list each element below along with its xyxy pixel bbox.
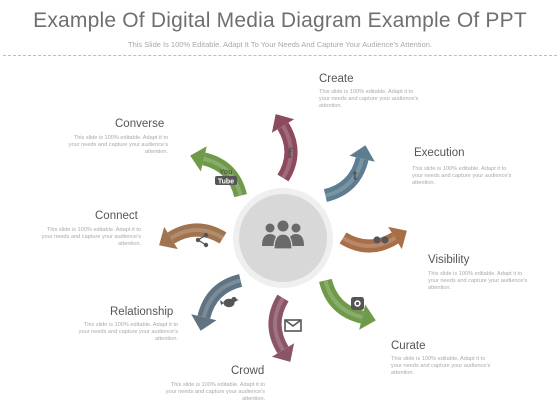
arrow-highlight-curate bbox=[323, 279, 363, 320]
arrow-highlight-create bbox=[281, 124, 293, 180]
arrow-highlight-visibility bbox=[341, 236, 397, 248]
desc-converse: This slide is 100% editable. Adapt it to… bbox=[68, 135, 168, 155]
label-curate: Curate bbox=[391, 340, 426, 352]
twitter-icon: t bbox=[353, 167, 358, 183]
arrow-visibility bbox=[339, 232, 399, 253]
people-group-icon bbox=[262, 220, 304, 250]
arrowhead-converse bbox=[190, 146, 207, 172]
desc-relationship: This slide is 100% editable. Adapt it to… bbox=[78, 322, 178, 342]
svg-text:t: t bbox=[353, 167, 358, 183]
arrow-execution bbox=[323, 156, 369, 202]
page-title: Example Of Digital Media Diagram Example… bbox=[33, 9, 527, 32]
youtube-icon: You Tube bbox=[215, 169, 237, 186]
arrowhead-relationship bbox=[191, 314, 217, 331]
arrow-curate bbox=[319, 278, 365, 324]
arrow-highlight-converse bbox=[203, 156, 243, 197]
desc-connect: This slide is 100% editable. Adapt it to… bbox=[41, 227, 141, 247]
arrow-crowd bbox=[268, 294, 289, 354]
bird-icon bbox=[220, 296, 239, 308]
page-subtitle: This Slide Is 100% Editable. Adapt It To… bbox=[127, 40, 432, 49]
desc-curate: This slide is 100% editable. Adapt it to… bbox=[391, 356, 491, 376]
arrow-highlight-execution bbox=[324, 158, 365, 198]
youtube-icon-word-top: You bbox=[220, 169, 233, 176]
label-execution: Execution bbox=[414, 147, 465, 159]
header-divider bbox=[3, 55, 557, 56]
facebook-icon: f bbox=[288, 146, 294, 162]
label-converse: Converse bbox=[115, 118, 165, 130]
flickr-icon bbox=[373, 236, 389, 244]
arrow-highlight-connect bbox=[169, 228, 225, 240]
svg-text:f: f bbox=[288, 146, 294, 162]
desc-visibility: This slide is 100% editable. Adapt it to… bbox=[428, 271, 528, 291]
arrow-create bbox=[277, 122, 298, 182]
mail-icon bbox=[284, 319, 302, 332]
instagram-icon bbox=[351, 297, 364, 310]
label-visibility: Visibility bbox=[428, 254, 470, 266]
arrow-highlight-crowd bbox=[273, 296, 285, 352]
label-connect: Connect bbox=[95, 210, 138, 222]
desc-crowd: This slide is 100% editable. Adapt it to… bbox=[165, 382, 265, 402]
arrow-relationship bbox=[197, 274, 243, 320]
share-icon bbox=[195, 232, 209, 248]
desc-execution: This slide is 100% editable. Adapt it to… bbox=[412, 166, 512, 186]
arrowhead-create bbox=[271, 114, 295, 133]
arrowhead-curate bbox=[359, 304, 376, 330]
arrow-converse bbox=[201, 152, 247, 198]
arrowhead-execution bbox=[349, 145, 375, 162]
label-relationship: Relationship bbox=[110, 306, 174, 318]
arrow-connect bbox=[167, 223, 227, 244]
youtube-icon-word-bottom: Tube bbox=[218, 179, 234, 186]
arrowhead-connect bbox=[159, 226, 178, 250]
arrow-highlight-relationship bbox=[201, 278, 242, 318]
arrowhead-visibility bbox=[388, 226, 407, 250]
desc-create: This slide is 100% editable. Adapt it to… bbox=[319, 89, 419, 109]
label-crowd: Crowd bbox=[231, 365, 265, 377]
label-create: Create bbox=[319, 73, 354, 85]
arrowhead-crowd bbox=[271, 343, 295, 362]
